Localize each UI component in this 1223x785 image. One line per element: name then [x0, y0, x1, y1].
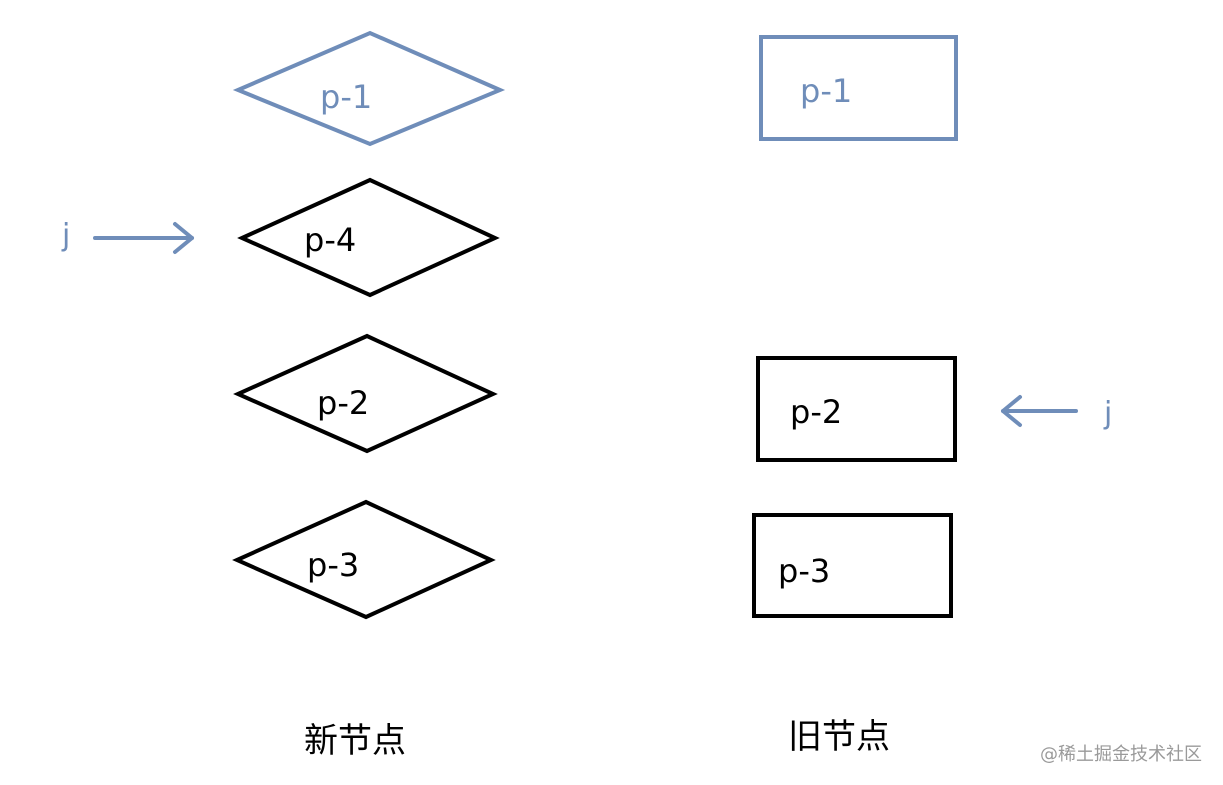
new-node-p1-label: p-1: [320, 78, 372, 116]
new-pointer-j-arrow-head: [173, 222, 194, 254]
new-node-p4-label: p-4: [304, 221, 356, 259]
new-node-p1: p-1: [232, 30, 506, 147]
new-pointer-j: j: [61, 218, 194, 254]
watermark: @稀土掘金技术社区: [1040, 744, 1202, 765]
old-node-p2: p-2: [756, 356, 957, 462]
new-node-p2-label: p-2: [317, 384, 369, 422]
new-nodes-caption: 新节点: [304, 721, 406, 761]
old-node-p3-shape: [752, 513, 953, 618]
old-pointer-j: j: [1001, 395, 1112, 431]
old-node-p1-shape: [759, 35, 958, 141]
old-node-p3-label: p-3: [778, 552, 830, 590]
new-pointer-j-label: j: [61, 218, 70, 253]
new-node-p4-shape: [237, 177, 500, 298]
old-node-p1: p-1: [759, 35, 958, 141]
new-node-p2: p-2: [233, 333, 498, 454]
new-node-p3: p-3: [232, 499, 496, 620]
new-node-p3-shape: [232, 499, 496, 620]
old-pointer-j-label: j: [1103, 396, 1112, 431]
old-node-p2-shape: [756, 356, 957, 462]
new-node-p3-label: p-3: [307, 546, 359, 584]
old-node-p3: p-3: [752, 513, 953, 618]
new-node-p4: p-4: [237, 177, 500, 298]
new-node-p2-shape: [233, 333, 498, 454]
old-node-p1-label: p-1: [800, 72, 852, 110]
new-node-p1-shape: [232, 30, 506, 147]
old-pointer-j-arrow-head: [1001, 395, 1022, 427]
old-nodes-caption: 旧节点: [788, 717, 890, 757]
old-node-p2-label: p-2: [790, 393, 842, 431]
